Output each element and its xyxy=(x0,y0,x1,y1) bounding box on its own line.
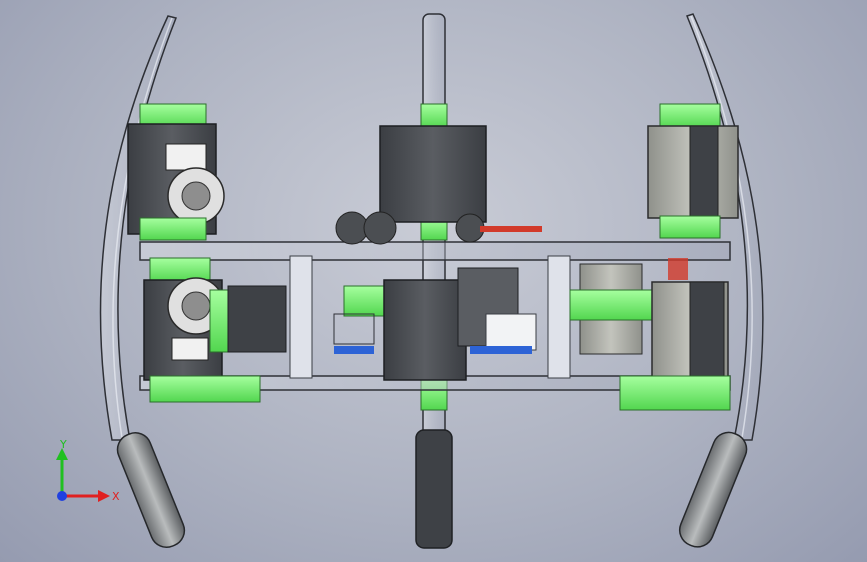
z-axis-dot xyxy=(57,491,67,501)
center-mid-servo[interactable] xyxy=(333,267,537,381)
right-servo-stack[interactable] xyxy=(569,103,739,411)
left-foot xyxy=(116,432,186,548)
right-foot xyxy=(678,431,748,548)
left-servo-stack[interactable] xyxy=(127,103,287,403)
y-axis-arrow xyxy=(56,448,68,496)
left-leg[interactable] xyxy=(99,15,190,552)
chassis-frame[interactable] xyxy=(139,241,731,391)
y-axis-label: Y xyxy=(59,438,67,451)
axis-triad: Y X xyxy=(40,438,120,518)
x-axis-label: X xyxy=(112,490,120,503)
center-top-servo[interactable] xyxy=(335,125,542,245)
x-axis-arrow xyxy=(62,490,110,502)
